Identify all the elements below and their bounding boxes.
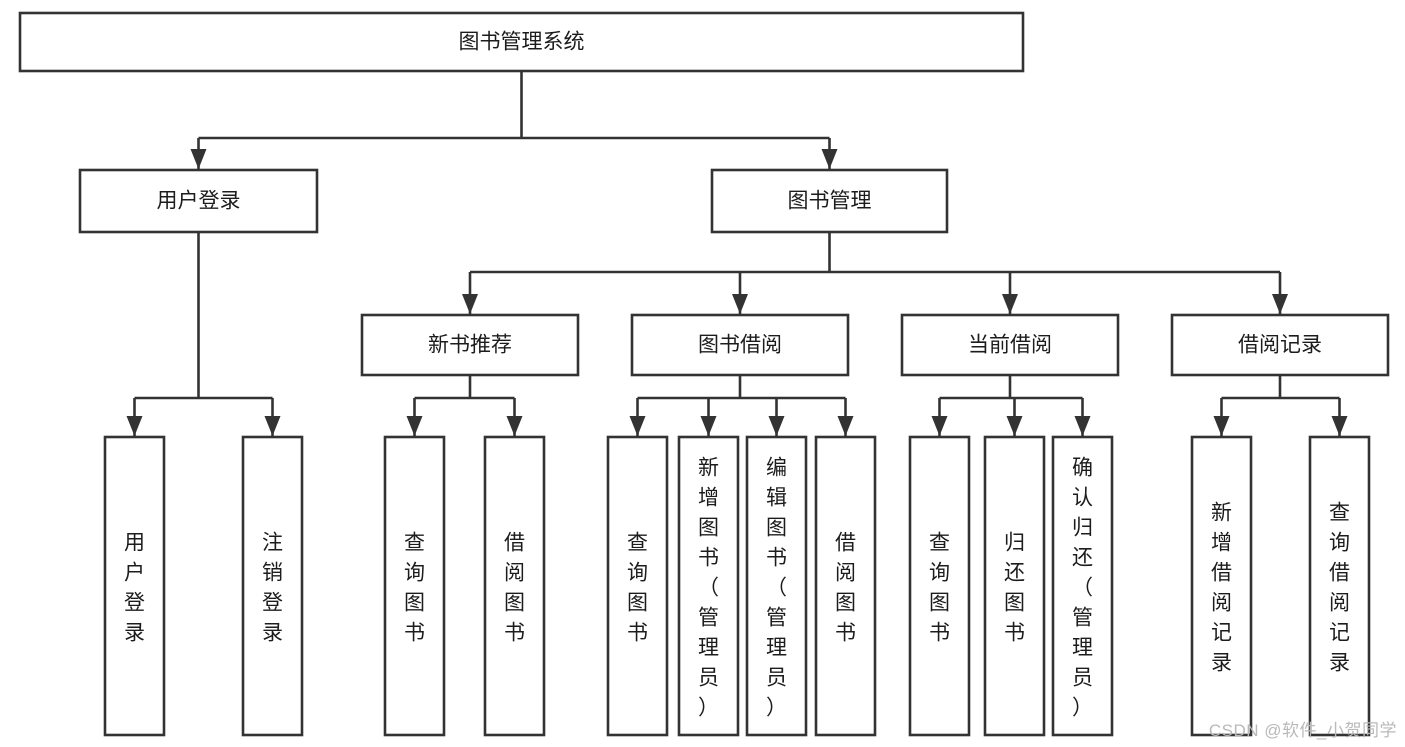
leaf-label: 借阅图书 [504, 531, 525, 644]
leaf-box [908, 435, 971, 737]
node-l2-用户登录[interactable]: 用户登录 [78, 168, 319, 234]
leaf-box [983, 435, 1046, 737]
node-l3-新书推荐[interactable]: 新书推荐 [360, 313, 580, 377]
leaf-label: 归还图书 [1004, 531, 1025, 644]
node-l2-图书管理[interactable]: 图书管理 [710, 168, 949, 234]
arrow-head-icon [462, 294, 478, 314]
leaf-box [1308, 435, 1371, 737]
node-label: 新书推荐 [428, 334, 512, 357]
leaf-查询图书[interactable]: 查询图书 [383, 435, 446, 737]
node-box [710, 168, 949, 234]
arrow-head-icon [629, 416, 646, 436]
arrow-head-icon [768, 416, 785, 436]
leaf-label: 确认归还（管理员） [1072, 456, 1093, 719]
leaf-label: 编辑图书（管理员） [766, 456, 787, 719]
leaf-借阅图书[interactable]: 借阅图书 [814, 435, 877, 737]
arrow-head-icon [506, 416, 523, 436]
leaf-确认归还管理员[interactable]: 确认归还（管理员） [1051, 435, 1114, 737]
arrow-head-icon [264, 416, 281, 436]
leaf-查询借阅记录[interactable]: 查询借阅记录 [1308, 435, 1371, 737]
node-label: 图书管理系统 [459, 31, 585, 54]
arrow-head-icon [190, 149, 207, 169]
leaf-编辑图书管理员[interactable]: 编辑图书（管理员） [745, 435, 808, 737]
arrow-head-icon [126, 416, 143, 436]
arrow-head-icon [1272, 294, 1288, 314]
leaf-box [745, 435, 808, 737]
leaf-label: 用户登录 [124, 531, 145, 644]
leaf-box [1051, 435, 1114, 737]
leaf-box [814, 435, 877, 737]
leaf-box [606, 435, 669, 737]
arrow-head-icon [821, 149, 838, 169]
leaf-label: 新增借阅记录 [1211, 501, 1232, 674]
leaf-box [241, 435, 304, 737]
arrow-head-icon [1006, 416, 1023, 436]
node-box [18, 11, 1025, 73]
node-label: 图书借阅 [698, 334, 782, 357]
node-l3-当前借阅[interactable]: 当前借阅 [900, 313, 1120, 377]
leaf-label: 查询图书 [929, 531, 950, 644]
arrow-head-icon [1331, 416, 1348, 436]
node-box [360, 313, 580, 377]
node-label: 用户登录 [157, 190, 241, 213]
connector-layer [126, 71, 1348, 436]
leaf-用户登录[interactable]: 用户登录 [103, 435, 166, 737]
leaf-查询图书[interactable]: 查询图书 [606, 435, 669, 737]
node-box [1170, 313, 1390, 377]
node-layer: 图书管理系统用户登录图书管理新书推荐图书借阅当前借阅借阅记录用户登录注销登录查询… [18, 11, 1390, 737]
leaf-查询图书[interactable]: 查询图书 [908, 435, 971, 737]
leaf-label: 新增图书（管理员） [698, 456, 719, 719]
node-label: 借阅记录 [1238, 334, 1322, 357]
arrow-head-icon [700, 416, 717, 436]
node-label: 当前借阅 [968, 334, 1052, 357]
node-l3-图书借阅[interactable]: 图书借阅 [630, 313, 850, 377]
leaf-注销登录[interactable]: 注销登录 [241, 435, 304, 737]
arrow-head-icon [1002, 294, 1018, 314]
leaf-新增图书管理员[interactable]: 新增图书（管理员） [677, 435, 740, 737]
leaf-box [483, 435, 546, 737]
leaf-box [677, 435, 740, 737]
leaf-label: 借阅图书 [835, 531, 856, 644]
arrow-head-icon [1213, 416, 1230, 436]
node-box [78, 168, 319, 234]
leaf-归还图书[interactable]: 归还图书 [983, 435, 1046, 737]
leaf-借阅图书[interactable]: 借阅图书 [483, 435, 546, 737]
leaf-label: 查询图书 [627, 531, 648, 644]
leaf-新增借阅记录[interactable]: 新增借阅记录 [1190, 435, 1253, 737]
arrow-head-icon [837, 416, 854, 436]
node-label: 图书管理 [788, 190, 872, 213]
node-root-图书管理系统[interactable]: 图书管理系统 [18, 11, 1025, 73]
arrow-head-icon [1074, 416, 1091, 436]
arrow-head-icon [732, 294, 748, 314]
node-box [630, 313, 850, 377]
node-l3-借阅记录[interactable]: 借阅记录 [1170, 313, 1390, 377]
leaf-label: 查询借阅记录 [1329, 501, 1350, 674]
leaf-box [1190, 435, 1253, 737]
arrow-head-icon [406, 416, 423, 436]
leaf-label: 注销登录 [262, 531, 283, 644]
arrow-head-icon [931, 416, 948, 436]
leaf-label: 查询图书 [404, 531, 425, 644]
leaf-box [103, 435, 166, 737]
node-box [900, 313, 1120, 377]
leaf-box [383, 435, 446, 737]
